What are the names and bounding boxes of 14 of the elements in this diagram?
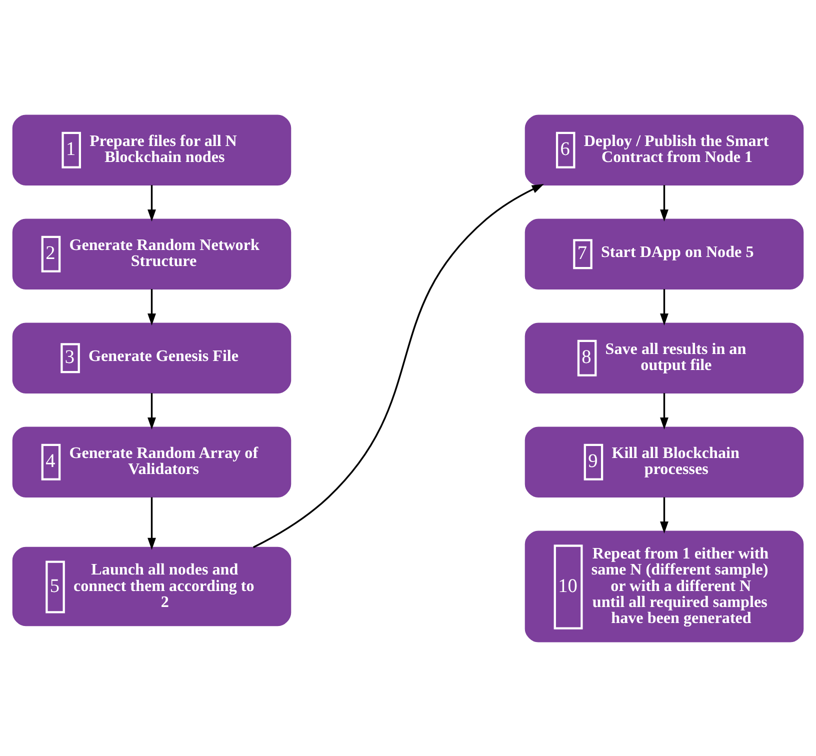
- arrow: [660, 288, 668, 326]
- arrow: [148, 288, 156, 326]
- arrow: [148, 392, 156, 430]
- node-box: 7 Start DApp on Node 5: [524, 218, 804, 290]
- arrow: [660, 392, 668, 430]
- node-box: 10 Repeat from 1 either with same N (different sample) or with a different N until all required samples have been generated: [524, 530, 804, 642]
- node-box: 6 Deploy / Publish the Smart Contract from Node 1: [524, 114, 804, 186]
- node-box: 3 Generate Genesis File: [12, 322, 292, 394]
- arrow: [660, 496, 668, 534]
- arrow: [148, 496, 156, 550]
- arrow: [660, 184, 668, 222]
- arrow: [252, 184, 544, 548]
- arrow: [148, 184, 156, 222]
- node-box: 5 Launch all nodes and connect them according to 2: [12, 546, 292, 626]
